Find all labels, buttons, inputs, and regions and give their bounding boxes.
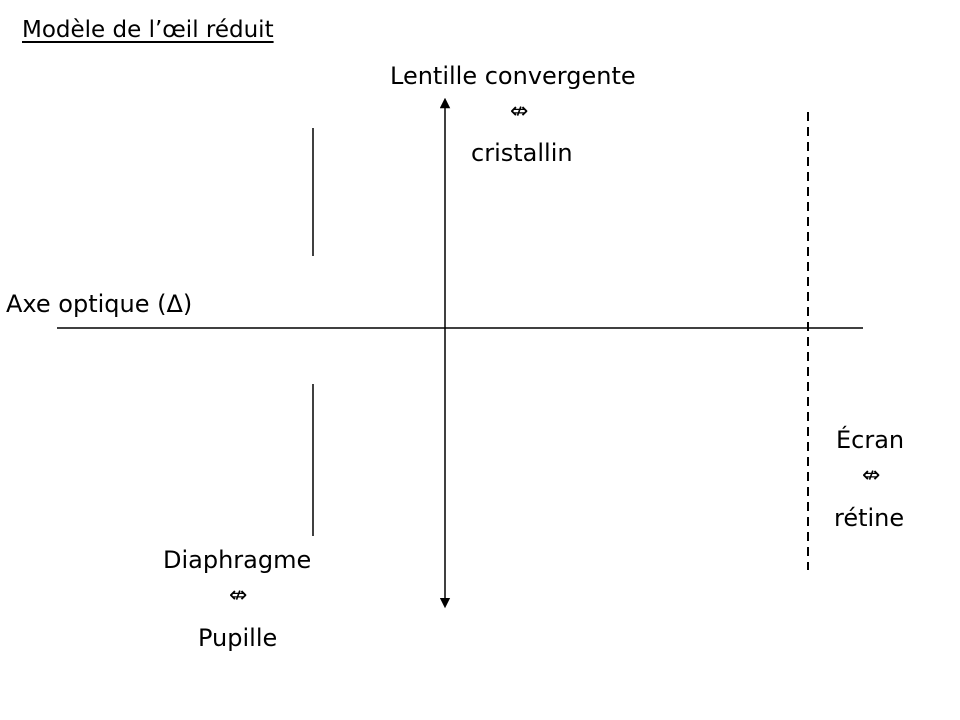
lens-equivalence-icon: ⇎ xyxy=(510,99,529,124)
diaphragm-equivalent-label: Pupille xyxy=(198,624,278,652)
screen-label: Écran xyxy=(836,426,905,454)
lens-equivalent-label: cristallin xyxy=(471,139,573,167)
diaphragm-equivalence-icon: ⇎ xyxy=(229,583,248,608)
lens-label: Lentille convergente xyxy=(390,62,636,90)
screen-equivalence-icon: ⇎ xyxy=(862,463,881,488)
screen-equivalent-label: rétine xyxy=(834,504,905,532)
optical-axis-label: Axe optique (Δ) xyxy=(6,290,193,318)
diagram-title: Modèle de l’œil réduit xyxy=(22,17,274,43)
diaphragm-label: Diaphragme xyxy=(163,546,312,574)
